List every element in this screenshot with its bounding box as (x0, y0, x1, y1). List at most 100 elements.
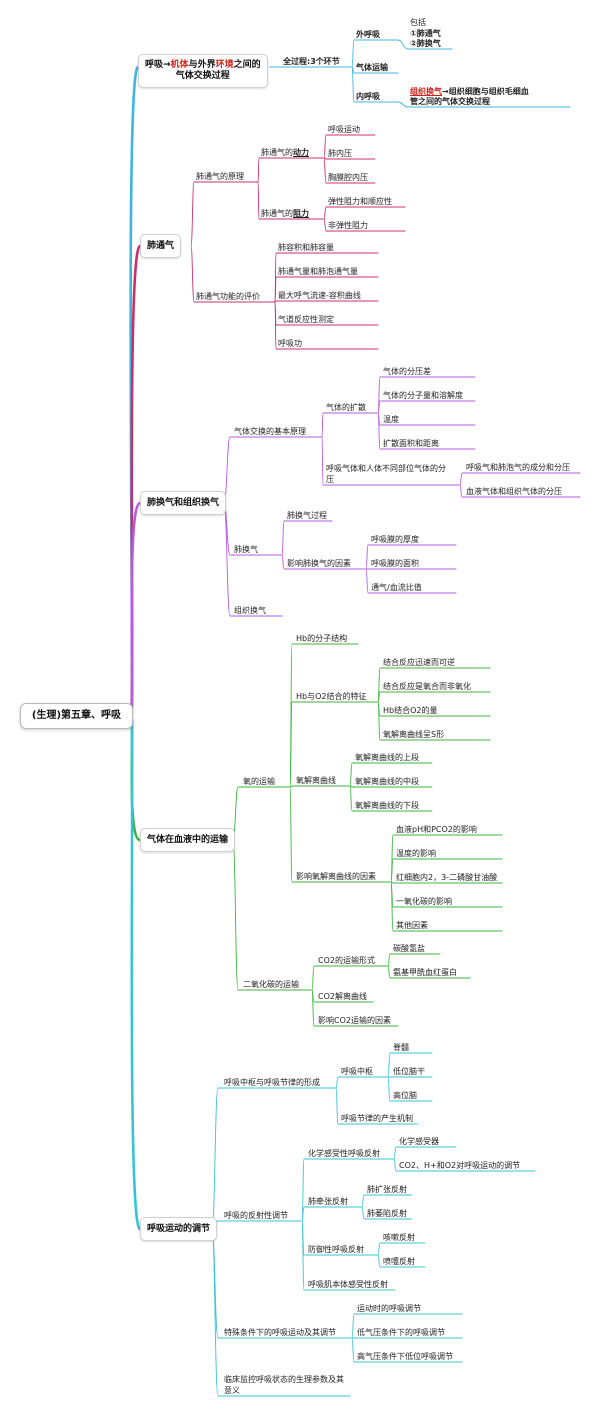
reg-clinical-2[interactable]: 意义 (224, 1386, 240, 1395)
trans-cf1[interactable]: 血液pH和PCO2的影响 (396, 825, 477, 834)
vent-resp-move[interactable]: 呼吸运动 (328, 125, 360, 134)
reg-stretch[interactable]: 肺牵张反射 (308, 1197, 348, 1206)
topic-ventilation[interactable]: 肺通气 (140, 234, 182, 258)
exch-link-basic (223, 436, 323, 504)
vent-resist[interactable]: 肺通气的阻力 (261, 209, 309, 218)
vent-pleural-press[interactable]: 胸膜腔内压 (328, 173, 368, 182)
topic-exchange[interactable]: 肺换气和组织换气 (140, 491, 227, 515)
trans-cf2[interactable]: 温度的影响 (396, 849, 436, 858)
reg-cough[interactable]: 咳嗽反射 (383, 1233, 415, 1242)
trans-curve-factors[interactable]: 影响氧解离曲线的因素 (296, 872, 376, 881)
trans-c3[interactable]: 氧解离曲线的下段 (355, 801, 419, 810)
def-include[interactable]: 包括 (410, 18, 426, 27)
trans-h4[interactable]: 氧解离曲线呈S形 (383, 730, 445, 739)
def-tissue[interactable]: 组织换气→组织细胞与组织毛细血 (410, 87, 529, 96)
reg-clinical[interactable]: 临床监控呼吸状态的生理参数及其 (224, 1375, 344, 1384)
def-total[interactable]: 全过程:3个环节 (283, 57, 340, 66)
reg-chemo-reg[interactable]: CO2、H+和O2对呼吸运动的调节 (399, 1161, 521, 1170)
trans-co2-factors[interactable]: 影响CO2运输的因素 (318, 1016, 391, 1025)
trans-c2[interactable]: 氧解离曲线的中段 (355, 777, 419, 786)
exch-diffusion[interactable]: 气体的扩散 (326, 403, 366, 412)
trans-h3[interactable]: Hb结合O2的量 (383, 706, 438, 715)
trans-curve[interactable]: 氧解离曲线 (296, 776, 336, 785)
vent-link-principle (190, 181, 259, 247)
topic-definition[interactable]: 呼吸→机体与外界环境之间的 气体交换过程 (138, 54, 268, 88)
trans-bicarb[interactable]: 碳酸氢盐 (393, 944, 425, 953)
trans-hb-struct[interactable]: Hb的分子结构 (296, 634, 348, 643)
exch-d3[interactable]: 温度 (383, 415, 399, 424)
vent-eval[interactable]: 肺通气功能的评价 (196, 292, 260, 301)
vent-power[interactable]: 肺通气的动力 (261, 148, 309, 157)
reg-special[interactable]: 特殊条件下的呼吸运动及其调节 (224, 1328, 336, 1337)
trans-cf4[interactable]: 一氧化碳的影响 (396, 897, 452, 906)
trans-co2-curve[interactable]: CO2解离曲线 (318, 992, 367, 1001)
exch-pulm-factors[interactable]: 影响肺换气的因素 (287, 559, 351, 568)
def-tissue-2[interactable]: 管之间的气体交换过程 (410, 97, 490, 106)
topic-transport[interactable]: 气体在血液中的运输 (140, 828, 236, 852)
trans-h2[interactable]: 结合反应是氧合而非氧化 (383, 682, 471, 691)
reg-reflex[interactable]: 呼吸的反射性调节 (224, 1211, 288, 1220)
exch-link-pulm-factors (281, 554, 367, 570)
reg-link-center (335, 1076, 389, 1089)
vent-principle[interactable]: 肺通气的原理 (196, 172, 244, 181)
def-pulm-vent[interactable]: ①肺通气 (410, 29, 441, 38)
reg-proprio[interactable]: 呼吸肌本体感受性反射 (308, 1280, 388, 1289)
exch-d2[interactable]: 气体的分子量和溶解度 (383, 391, 463, 400)
def-inner[interactable]: 内呼吸 (356, 92, 380, 101)
exch-partial[interactable]: 呼吸气体和人体不同部位气体的分 (326, 464, 446, 473)
reg-chemo[interactable]: 化学感受性呼吸反射 (308, 1149, 380, 1158)
trans-carbamino[interactable]: 氨基甲酰血红蛋白 (393, 968, 457, 977)
reg-rhythm[interactable]: 呼吸节律的产生机制 (341, 1114, 413, 1123)
vent-e4[interactable]: 气道反应性测定 (278, 315, 334, 324)
exch-d1[interactable]: 气体的分压差 (383, 367, 431, 376)
trunk-exchange (129, 501, 142, 717)
trans-cf5[interactable]: 其他因素 (396, 921, 428, 930)
vent-elastic[interactable]: 弹性阻力和顺应性 (328, 197, 392, 206)
reg-lower-brain[interactable]: 低位脑干 (393, 1067, 425, 1076)
exch-pulm-proc[interactable]: 肺换气过程 (287, 511, 327, 520)
vent-alv-press[interactable]: 肺内压 (328, 149, 352, 158)
reg-deflation[interactable]: 肺萎陷反射 (367, 1209, 407, 1218)
vent-e1[interactable]: 肺容积和肺容量 (278, 243, 334, 252)
exch-f1[interactable]: 呼吸膜的厚度 (371, 535, 419, 544)
reg-chemo-rec[interactable]: 化学感受器 (399, 1137, 439, 1146)
reg-exercise[interactable]: 运动时的呼吸调节 (357, 1304, 421, 1313)
exch-f2[interactable]: 呼吸膜的面积 (371, 559, 419, 568)
reg-high-press[interactable]: 高气压条件下低位呼吸调节 (357, 1352, 453, 1361)
exch-pulm[interactable]: 肺换气 (234, 545, 258, 554)
vent-inelastic[interactable]: 非弹性阻力 (328, 221, 368, 230)
exch-p2[interactable]: 血液气体和组织气体的分压 (466, 487, 562, 496)
reg-center[interactable]: 呼吸中枢 (341, 1067, 373, 1076)
trans-h1[interactable]: 结合反应迅速而可逆 (383, 658, 455, 667)
def-outer[interactable]: 外呼吸 (356, 30, 380, 39)
vent-link-power (257, 157, 325, 183)
trans-hb-o2[interactable]: Hb与O2结合的特征 (296, 692, 367, 701)
exch-basic[interactable]: 气体交换的基本原理 (234, 427, 306, 436)
exch-f3[interactable]: 通气/血流比值 (371, 583, 422, 592)
reg-sneeze[interactable]: 喷嚏反射 (383, 1257, 415, 1266)
trans-cf3[interactable]: 红细胞内2，3-二磷酸甘油酸 (396, 873, 498, 882)
def-transport[interactable]: 气体运输 (356, 63, 388, 72)
trans-co2-forms[interactable]: CO2的运输形式 (318, 956, 375, 965)
exch-link-tissue (223, 502, 283, 617)
exch-d4[interactable]: 扩散面积和距离 (383, 439, 439, 448)
exch-partial-2[interactable]: 压 (326, 475, 334, 484)
reg-spinal[interactable]: 脊髓 (393, 1043, 409, 1052)
exch-tissue[interactable]: 组织换气 (234, 606, 266, 615)
topic-regulation[interactable]: 呼吸运动的调节 (140, 1217, 218, 1241)
vent-e5[interactable]: 呼吸功 (278, 339, 302, 348)
trans-co2[interactable]: 二氧化碳的运输 (243, 980, 299, 989)
reg-defense[interactable]: 防御性呼吸反射 (308, 1245, 364, 1254)
reg-low-press[interactable]: 低气压条件下的呼吸调节 (357, 1328, 445, 1337)
reg-inflation[interactable]: 肺扩张反射 (367, 1185, 407, 1194)
exch-p1[interactable]: 呼吸气和肺泡气的成分和分压 (466, 463, 570, 472)
vent-e3[interactable]: 最大呼气流速-容积曲线 (278, 291, 361, 300)
trans-link-hb-o2 (289, 701, 379, 788)
central-topic[interactable]: (生理)第五章、呼吸 (20, 703, 133, 729)
reg-higher-brain[interactable]: 高位脑 (393, 1091, 417, 1100)
trans-c1[interactable]: 氧解离曲线的上段 (355, 753, 419, 762)
trans-o2[interactable]: 氧的运输 (243, 777, 275, 786)
vent-e2[interactable]: 肺通气量和肺泡通气量 (278, 267, 358, 276)
def-pulm-exch[interactable]: ②肺换气 (410, 39, 441, 48)
reg-center-rhythm[interactable]: 呼吸中枢与呼吸节律的形成 (224, 1078, 320, 1087)
